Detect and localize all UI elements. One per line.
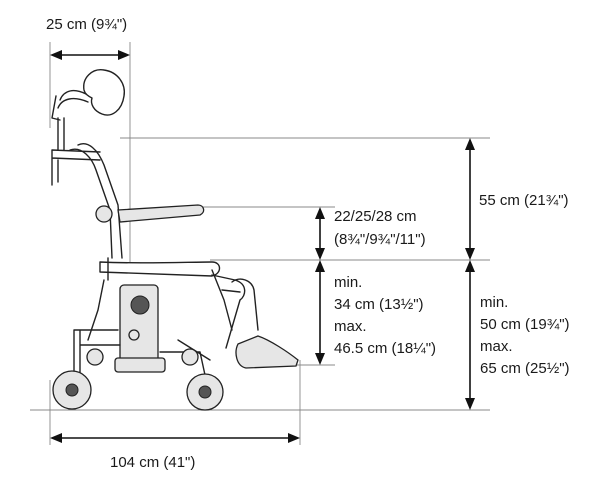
back-upright [69, 143, 123, 259]
seat-frame [87, 257, 233, 341]
headrest-bracket [51, 89, 89, 121]
overall-height-max-value: 65 cm (25½") [480, 360, 570, 377]
dimension-headrest-offset-arrow [50, 50, 130, 60]
dimension-total-length-arrow [50, 433, 300, 443]
reference-lines [30, 42, 490, 445]
base-frame [73, 329, 211, 376]
headrest [83, 69, 125, 116]
seat-height-max-label: max. [334, 318, 367, 335]
armrest-height-line1: 22/25/28 cm [334, 208, 417, 225]
overall-height-min-value: 50 cm (19¾") [480, 316, 570, 333]
back-frame [51, 117, 101, 186]
total-length-label: 104 cm (41") [110, 454, 196, 471]
shower-commode-chair-illustration [51, 69, 299, 411]
headrest-offset-label: 25 cm (9¾") [46, 16, 128, 33]
overall-height-max-label: max. [480, 338, 513, 355]
seat-height-min-label: min. [334, 274, 363, 291]
rear-wheel-hub [65, 383, 79, 397]
tilt-mechanism [130, 295, 150, 315]
base-housing [114, 357, 166, 373]
seat-height-max-value: 46.5 cm (18¼") [334, 340, 437, 357]
armrest [117, 204, 205, 223]
armrest-height-line2: (8¾"/9¾"/11") [334, 231, 426, 248]
dimension-backrest-height-arrow [465, 138, 475, 260]
dimension-seat-height-arrow [315, 260, 325, 365]
leg-rest [211, 274, 259, 349]
seat-height-min-value: 34 cm (13½") [334, 296, 424, 313]
overall-height-min-label: min. [480, 294, 509, 311]
front-wheel-hub [198, 385, 212, 399]
rear-caster [86, 348, 104, 366]
front-caster [181, 348, 199, 366]
backrest-height-label: 55 cm (21¾") [479, 192, 569, 209]
dimension-armrest-height-arrow [315, 207, 325, 260]
dimension-overall-height-arrow [465, 260, 475, 410]
footplate [235, 335, 299, 369]
seat [99, 261, 221, 277]
armrest-pivot [95, 205, 113, 223]
adjuster-knob [128, 329, 140, 341]
